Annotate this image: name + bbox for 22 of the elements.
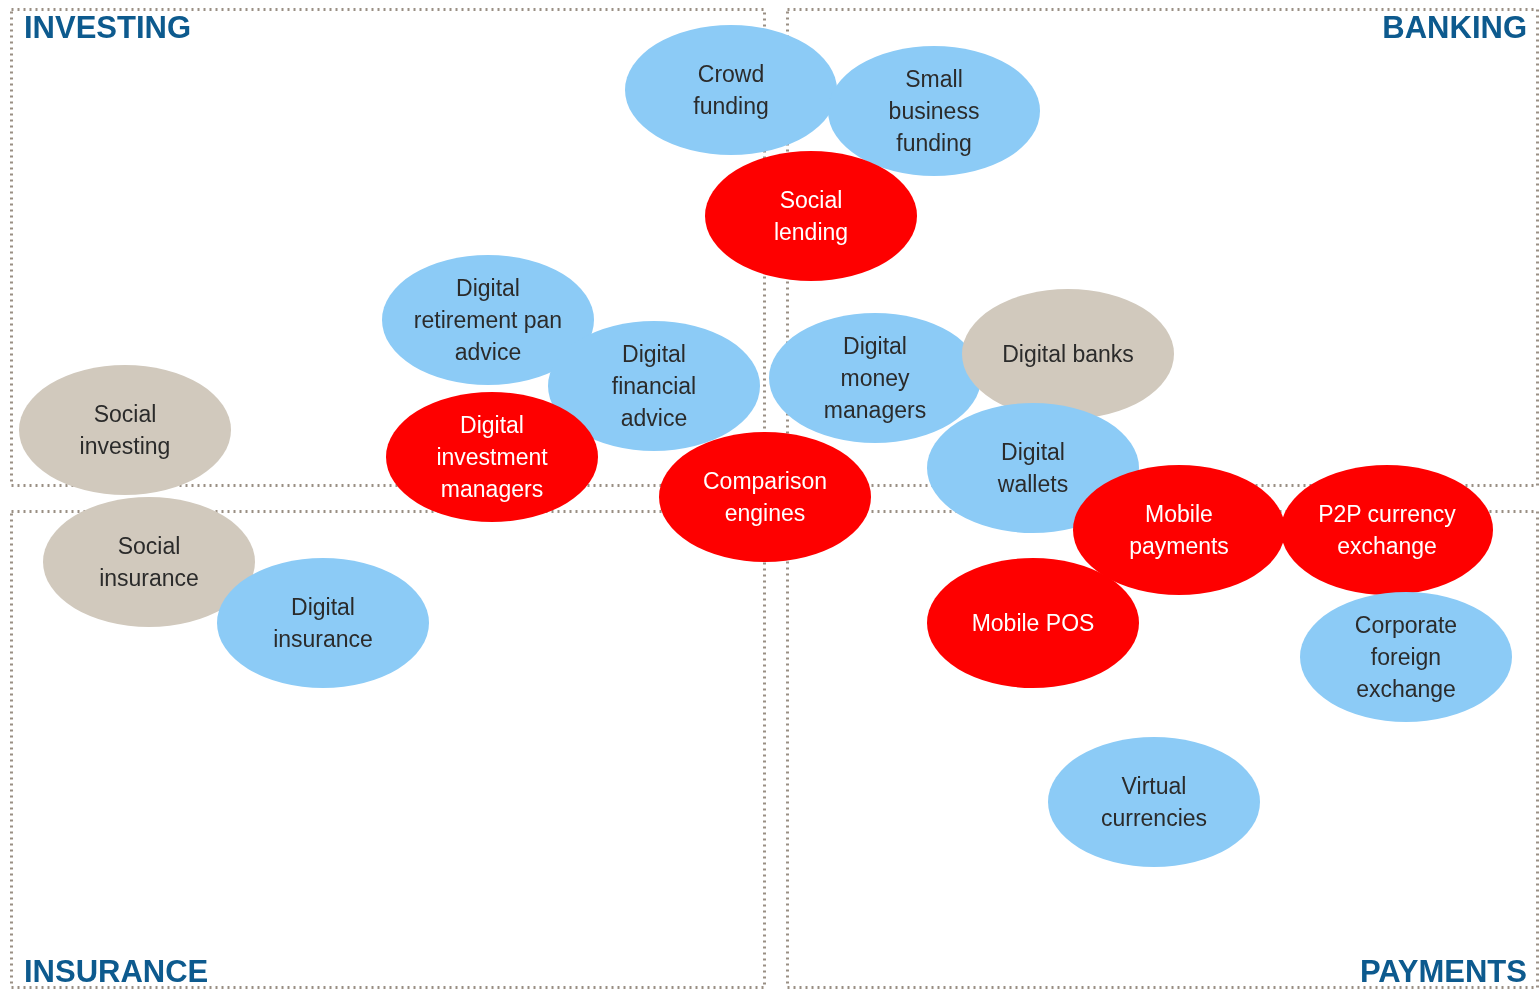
quadrant-title: INSURANCE xyxy=(24,956,209,987)
bubble-label: Social insurance xyxy=(98,531,200,593)
bubble-label: Mobile payments xyxy=(1128,499,1230,561)
bubble-label: Small business funding xyxy=(887,64,981,159)
bubble-label: Social investing xyxy=(78,399,172,461)
bubble-label: Corporate foreign exchange xyxy=(1353,610,1459,705)
bubble-label: Comparison engines xyxy=(702,466,828,528)
bubble-label: Digital wallets xyxy=(996,437,1070,499)
bubble-label: Mobile POS xyxy=(971,608,1095,638)
bubble-label: Digital insurance xyxy=(272,592,374,654)
bubble-label: Digital investment managers xyxy=(435,410,549,505)
quadrant-title: BANKING xyxy=(1382,12,1527,43)
bubble-label: Digital banks xyxy=(1002,339,1134,369)
quadrant-title: INVESTING xyxy=(24,12,192,43)
bubble-label: Social lending xyxy=(772,185,850,247)
bubble-label: Digital retirement pan advice xyxy=(413,273,563,368)
bubble-label: Virtual currencies xyxy=(1099,771,1209,833)
bubble-label: Crowd funding xyxy=(692,59,770,121)
bubble-label: Digital financial advice xyxy=(610,339,698,434)
bubble-label: P2P currency exchange xyxy=(1317,499,1457,561)
quadrant-title: PAYMENTS xyxy=(1359,956,1527,987)
bubble-label: Digital money managers xyxy=(822,331,928,426)
